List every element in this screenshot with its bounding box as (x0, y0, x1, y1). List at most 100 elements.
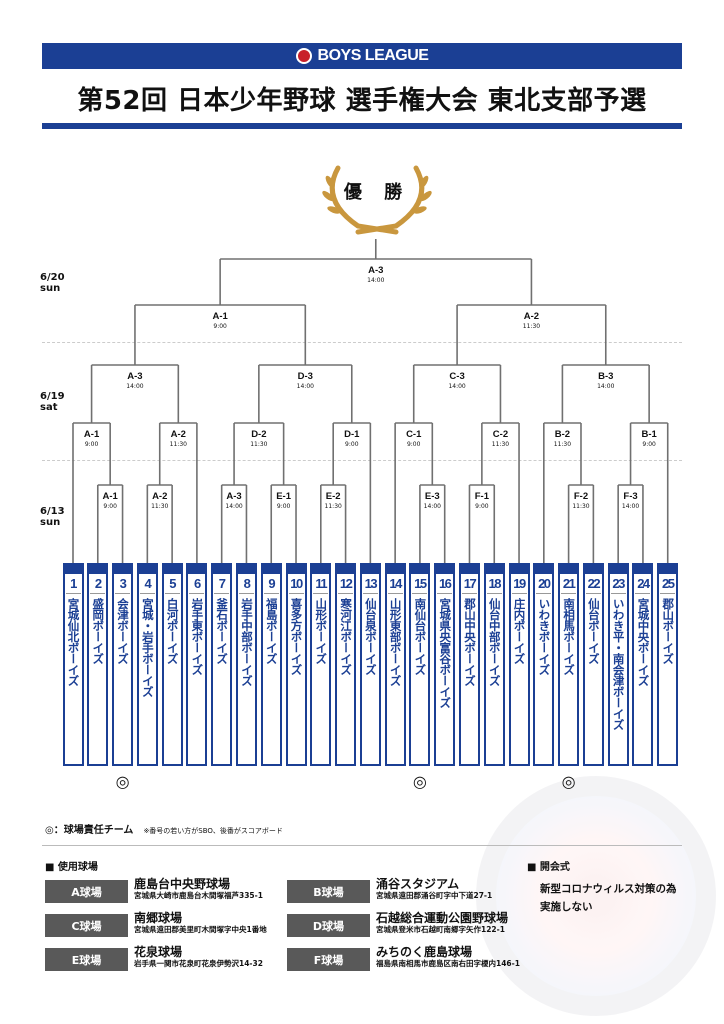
team-number: 20 (536, 574, 552, 594)
game-time: 11:30 (523, 323, 540, 330)
game-time: 9:00 (407, 441, 421, 448)
team-name: 宮城・岩手ボーイズ (140, 598, 155, 697)
title-divider (42, 123, 682, 129)
game-time: 11:30 (572, 503, 589, 510)
game-time: 9:00 (103, 503, 117, 510)
team-number: 21 (561, 574, 577, 594)
team-slot-cap (188, 565, 206, 574)
team-number: 6 (189, 574, 205, 594)
team-slot-cap (560, 565, 578, 574)
team-name: 岩手東ボーイズ (190, 598, 205, 675)
brand-name: BOYS LEAGUE (317, 47, 429, 64)
game-label: A-3 (226, 491, 241, 502)
venue-badge: F球場 (287, 948, 370, 971)
team-number: 13 (362, 574, 378, 594)
brand-banner: BOYS LEAGUE (42, 43, 682, 69)
ceremony-line: 実施しない (540, 901, 593, 913)
team-name: 宮城県央富谷ボーイズ (438, 598, 453, 708)
team-slot-cap (262, 565, 280, 574)
day: sun (40, 517, 61, 528)
venue-badge: C球場 (45, 914, 128, 937)
game-time: 9:00 (85, 441, 99, 448)
team-name: 南仙台ボーイズ (413, 598, 428, 675)
game-label: C-3 (449, 371, 464, 382)
team-number: 14 (387, 574, 403, 594)
team-slot: 15 南仙台ボーイズ (409, 563, 431, 766)
team-number: 11 (313, 574, 329, 594)
venue-item: C球場南郷球場宮城県遠田郡美里町木間塚字中央1番地 (45, 911, 267, 937)
venue-address: 宮城県遠田郡涌谷町字中下道27-1 (376, 891, 493, 900)
game-label: A-1 (212, 311, 228, 322)
game-label: E-1 (276, 491, 292, 502)
game-time: 11:30 (151, 503, 168, 510)
team-number: 25 (660, 574, 676, 594)
team-name: 白河ボーイズ (165, 598, 180, 664)
venue-item: D球場石越総合運動公園野球場宮城県登米市石越町南郷字矢作122-1 (287, 911, 509, 937)
team-slot-cap (337, 565, 355, 574)
host-team-mark: ◎ (561, 772, 576, 791)
team-name: 喜多方ボーイズ (289, 598, 304, 675)
team-slot-cap (114, 565, 132, 574)
team-slot-cap (312, 565, 330, 574)
host-team-mark: ◎ (115, 772, 130, 791)
team-slot-cap (634, 565, 652, 574)
team-name: 郡山中央ボーイズ (462, 598, 477, 686)
team-slot-cap (64, 565, 82, 574)
team-name: 宮城中央ボーイズ (636, 598, 651, 686)
venue-badge: E球場 (45, 948, 128, 971)
venue-badge: A球場 (45, 880, 128, 903)
venue-name: 石越総合運動公園野球場 (376, 911, 509, 925)
team-slot-cap (460, 565, 478, 574)
day: sat (40, 402, 58, 413)
venue-name: みちのく鹿島球場 (376, 945, 473, 959)
team-number: 4 (139, 574, 155, 594)
team-name: 庄内ボーイズ (512, 598, 527, 664)
team-number: 22 (585, 574, 601, 594)
game-label: A-2 (171, 429, 186, 440)
game-label: D-3 (298, 371, 313, 382)
date: 6/20 (40, 272, 65, 283)
team-name: 盛岡ボーイズ (91, 598, 106, 664)
game-label: C-1 (406, 429, 422, 440)
team-number: 7 (214, 574, 230, 594)
venue-badge: B球場 (287, 880, 370, 903)
team-name: 会津ボーイズ (116, 598, 131, 664)
date: 6/13 (40, 506, 65, 517)
section-divider (42, 845, 682, 846)
laurel-wreath-icon (322, 165, 432, 235)
team-number: 17 (461, 574, 477, 594)
team-name: 釜石ボーイズ (215, 598, 230, 664)
game-time: 14:00 (448, 383, 465, 390)
venue-name: 鹿島台中央野球場 (134, 877, 231, 891)
page-title: 第52回 日本少年野球 選手権大会 東北支部予選 (77, 86, 647, 116)
game-label: F-3 (623, 491, 637, 502)
team-slot: 4 宮城・岩手ボーイズ (136, 563, 158, 766)
venue-item: A球場鹿島台中央野球場宮城県大崎市鹿島台木間塚福芦335-1 (45, 877, 263, 903)
team-slot-cap (361, 565, 379, 574)
team-slot-cap (237, 565, 255, 574)
venue-badge: D球場 (287, 914, 370, 937)
venue-address: 宮城県登米市石越町南郷字矢作122-1 (376, 925, 505, 934)
game-label: B-3 (598, 371, 613, 382)
team-name: 寒河江ボーイズ (339, 598, 354, 675)
game-time: 11:30 (554, 441, 571, 448)
team-number: 15 (412, 574, 428, 594)
venue-address: 福島県南相馬市鹿島区南右田字榎内146-1 (376, 959, 520, 968)
team-number: 12 (338, 574, 354, 594)
game-time: 14:00 (225, 503, 242, 510)
ceremony-title: ■ 開会式 (527, 862, 570, 873)
game-time: 9:00 (475, 503, 489, 510)
venue-name: 涌谷スタジアム (376, 877, 460, 891)
game-label: A-3 (368, 265, 383, 276)
